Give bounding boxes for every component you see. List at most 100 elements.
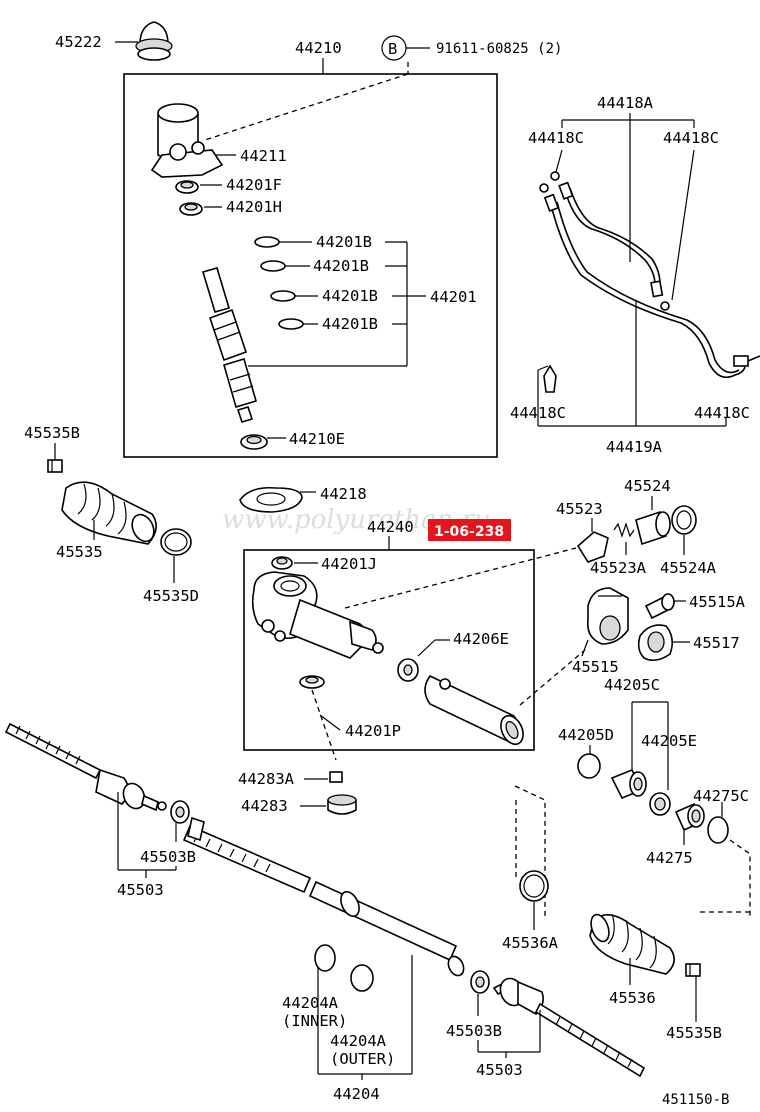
part-44204-rack bbox=[182, 816, 465, 977]
label-44210E: 44210E bbox=[289, 430, 345, 448]
label-44204A-inner: 44204A bbox=[282, 994, 339, 1012]
part-44275C-oring bbox=[707, 816, 729, 844]
label-44201F: 44201F bbox=[226, 176, 282, 194]
part-44205E-ring bbox=[649, 792, 671, 816]
part-44205D-oring bbox=[577, 753, 601, 779]
part-44205C-seal bbox=[610, 768, 647, 800]
label-44240: 44240 bbox=[367, 518, 414, 536]
reference-tag-text[interactable]: 1-06-238 bbox=[434, 524, 504, 540]
part-cylinder-tube bbox=[424, 674, 524, 746]
label-44419A: 44419A bbox=[606, 438, 663, 456]
label-45536A: 45536A bbox=[502, 934, 559, 952]
label-44201H: 44201H bbox=[226, 198, 282, 216]
label-45535B-1: 45535B bbox=[24, 424, 80, 442]
label-45535B-2: 45535B bbox=[666, 1024, 722, 1042]
part-44419A-pipe bbox=[543, 193, 760, 379]
part-44201B-rings bbox=[254, 236, 304, 330]
label-45503-1: 45503 bbox=[117, 881, 164, 899]
part-45524-plug bbox=[635, 510, 671, 546]
label-44275: 44275 bbox=[646, 849, 693, 867]
part-45503-tie-rod-end-right bbox=[492, 977, 646, 1078]
part-44204A-inner-seal bbox=[314, 944, 336, 972]
label-44206E: 44206E bbox=[453, 630, 509, 648]
part-44201F-seal bbox=[175, 180, 199, 194]
label-44201J: 44201J bbox=[321, 555, 377, 573]
label-44201B-4: 44201B bbox=[322, 315, 378, 333]
part-45523-guide bbox=[576, 531, 609, 563]
part-45535D-ring bbox=[160, 528, 192, 556]
label-45535D: 45535D bbox=[143, 587, 199, 605]
part-45503B-washer-2 bbox=[470, 970, 490, 994]
figure-id: 451150-B bbox=[662, 1092, 729, 1108]
bolt-symbol-letter: B bbox=[388, 40, 397, 58]
label-outer-note: (OUTER) bbox=[330, 1050, 395, 1068]
label-44204: 44204 bbox=[333, 1085, 380, 1103]
label-45503B-1: 45503B bbox=[140, 848, 196, 866]
part-44201H-seal bbox=[179, 202, 203, 216]
part-44201P-seal bbox=[299, 675, 325, 689]
part-45222-cap bbox=[135, 21, 173, 61]
label-44205D: 44205D bbox=[558, 726, 614, 744]
part-44211-valve-housing bbox=[150, 103, 224, 178]
part-45536A-ring bbox=[519, 870, 549, 902]
part-45503B-washer-1 bbox=[170, 800, 190, 824]
part-45524A-ring bbox=[671, 505, 697, 535]
label-44275C: 44275C bbox=[693, 787, 749, 805]
part-44418C-ring-2 bbox=[660, 301, 670, 311]
part-45517-bushing bbox=[637, 624, 674, 662]
label-45523: 45523 bbox=[556, 500, 603, 518]
part-45536-boot bbox=[589, 913, 675, 975]
label-44201P: 44201P bbox=[345, 722, 401, 740]
part-pinion-shaft bbox=[202, 267, 257, 423]
part-45515A-bushing bbox=[644, 593, 675, 620]
label-45515: 45515 bbox=[572, 658, 619, 676]
part-45523A-spring bbox=[613, 522, 635, 538]
part-45503-tie-rod-end-left bbox=[4, 722, 167, 812]
part-44218-gasket bbox=[239, 486, 303, 513]
label-44418A: 44418A bbox=[597, 94, 654, 112]
label-45535: 45535 bbox=[56, 543, 103, 561]
label-45523A: 45523A bbox=[590, 559, 647, 577]
box-44210 bbox=[123, 73, 498, 458]
label-45503B-2: 45503B bbox=[446, 1022, 502, 1040]
reference-tag[interactable] bbox=[428, 519, 511, 541]
label-44218: 44218 bbox=[320, 485, 367, 503]
part-44206E-washer bbox=[397, 658, 419, 682]
part-44201J-seal bbox=[271, 556, 293, 570]
part-44418C-ring-3 bbox=[539, 183, 549, 193]
label-44211: 44211 bbox=[240, 147, 287, 165]
part-44283-plug bbox=[327, 794, 357, 815]
label-inner-note: (INNER) bbox=[282, 1012, 347, 1030]
label-44205C: 44205C bbox=[604, 676, 660, 694]
label-45524A: 45524A bbox=[660, 559, 717, 577]
part-45535B-clamp bbox=[47, 459, 63, 473]
label-44283: 44283 bbox=[241, 797, 288, 815]
label-44283A: 44283A bbox=[238, 770, 295, 788]
label-44205E: 44205E bbox=[641, 732, 697, 750]
part-44240-rack-housing bbox=[251, 571, 384, 659]
part-44275-seal bbox=[674, 802, 705, 832]
label-45536: 45536 bbox=[609, 989, 656, 1007]
label-44418C-4: 44418C bbox=[694, 404, 750, 422]
part-45535-boot bbox=[61, 481, 157, 545]
label-44204A-outer: 44204A bbox=[330, 1032, 387, 1050]
label-45503-2: 45503 bbox=[476, 1061, 523, 1079]
label-44210: 44210 bbox=[295, 39, 342, 57]
label-44418C-2: 44418C bbox=[663, 129, 719, 147]
part-44418C-ring-1 bbox=[550, 171, 560, 181]
part-45515-bracket bbox=[586, 587, 629, 645]
label-45222: 45222 bbox=[55, 33, 102, 51]
part-44210E-seal bbox=[240, 434, 268, 450]
label-44201B-3: 44201B bbox=[322, 287, 378, 305]
label-44201: 44201 bbox=[430, 288, 477, 306]
label-45524: 45524 bbox=[624, 477, 671, 495]
label-bolt-91611: 91611-60825 (2) bbox=[436, 41, 562, 57]
part-44418A-pipe bbox=[558, 181, 664, 298]
label-44418C-3: 44418C bbox=[510, 404, 566, 422]
label-44418C-1: 44418C bbox=[528, 129, 584, 147]
label-44201B-2: 44201B bbox=[313, 257, 369, 275]
part-45535B-clamp-2 bbox=[685, 963, 701, 977]
part-44204A-outer-seal bbox=[350, 964, 374, 992]
